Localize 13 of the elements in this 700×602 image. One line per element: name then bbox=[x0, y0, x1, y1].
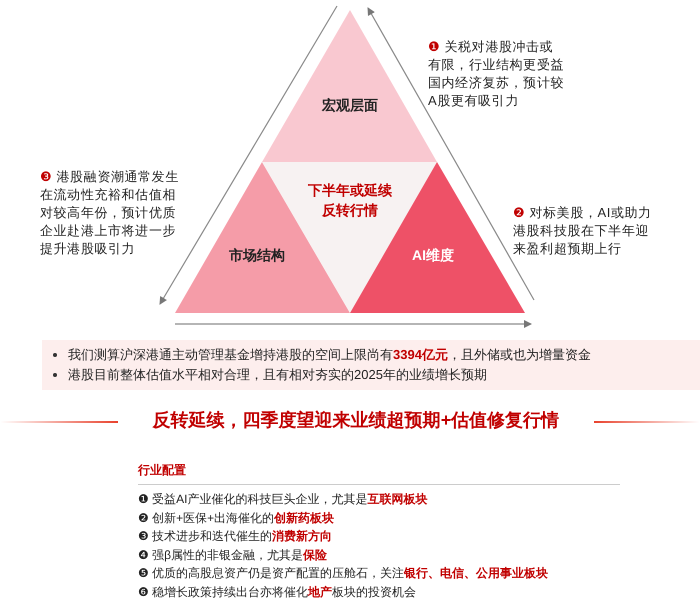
banner-title: 反转延续，四季度望迎来业绩超预期+估值修复行情 bbox=[151, 409, 560, 432]
bullet-text: 港股目前整体估值水平相对合理，且有相对夯实的2025年的业绩增长预期 bbox=[42, 365, 700, 385]
callout-text: ❷ 对标美股，AI或助力港股科技股在下半年迎来盈利超预期上行 bbox=[513, 204, 653, 258]
bullet-text: 我们测算沪深港通主动管理基金增持港股的空间上限尚有3394亿元，且外储或也为增量资金 bbox=[42, 345, 700, 365]
list-item: ❹ 强β属性的非银金融，尤其是保险 bbox=[138, 546, 327, 564]
list-item: ❻ 稳增长政策持续出台亦将催化地产板块的投资机会 bbox=[138, 584, 416, 600]
note-panel bbox=[42, 340, 700, 390]
list-item: ❸ 技术进步和迭代催生的消费新方向 bbox=[138, 528, 332, 545]
list-item: ❶ 受益AI产业催化的科技巨头企业，尤其是互联网板块 bbox=[138, 491, 428, 508]
section-heading: 行业配置 bbox=[138, 462, 186, 479]
list-item: ❷ 创新+医保+出海催化的创新药板块 bbox=[138, 510, 334, 526]
callout-text: ❶ 关税对港股冲击或有限，行业结构更受益国内经济复苏，预计较A股更有吸引力 bbox=[428, 38, 564, 110]
list-item: ❺ 优质的高股息资产仍是资产配置的压舱石，关注银行、电信、公用事业板块 bbox=[138, 565, 548, 582]
